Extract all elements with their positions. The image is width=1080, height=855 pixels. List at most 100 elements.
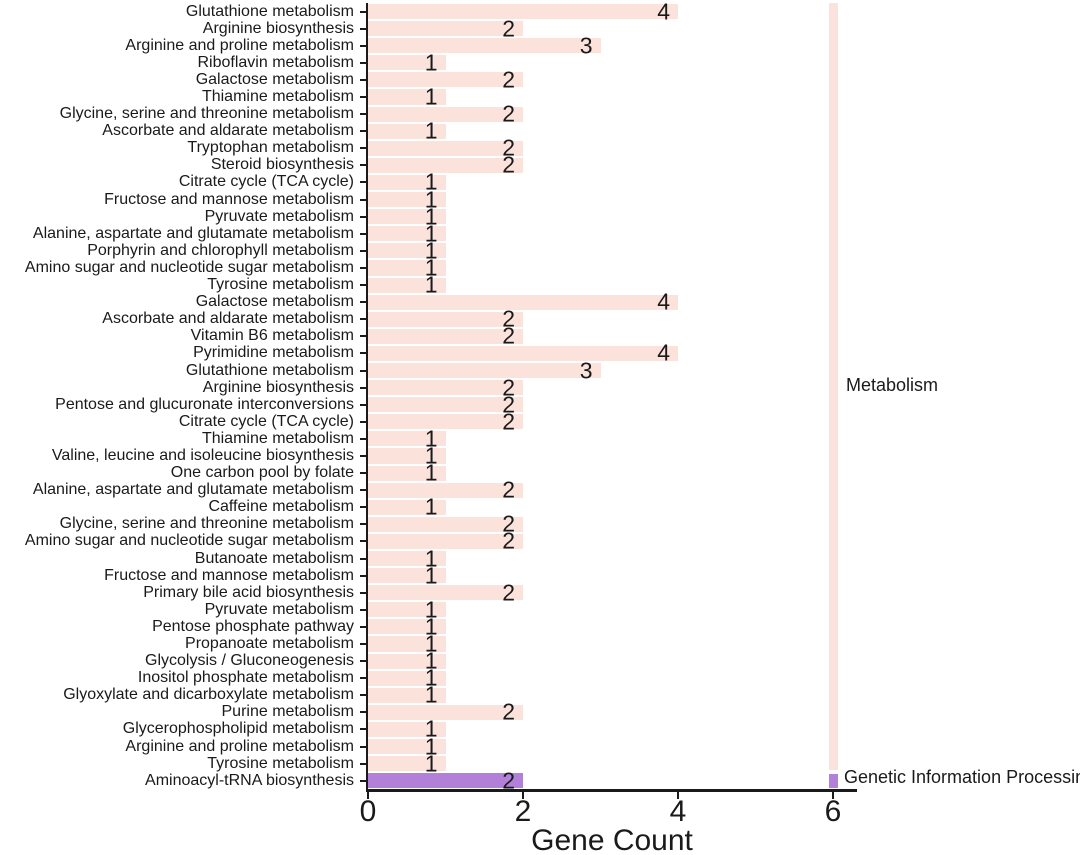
bar: [368, 345, 678, 361]
bar-area: 4: [366, 0, 1080, 23]
y-axis-tick: [354, 447, 366, 464]
group-label-metabolism: Metabolism: [846, 375, 939, 395]
x-tick-label: 0: [359, 795, 377, 828]
bar: [368, 670, 446, 686]
y-axis-tick: [354, 242, 366, 259]
bar-area: 2: [366, 529, 1080, 552]
y-axis-tick: [354, 533, 366, 550]
bar: [368, 294, 678, 310]
bar: [368, 482, 523, 498]
bar-value-label: 1: [424, 630, 438, 657]
x-tick-mark: [676, 791, 680, 799]
row-label: Arginine and proline metabolism: [125, 737, 354, 755]
bar: [368, 756, 446, 772]
bar-value-label: 1: [424, 715, 438, 742]
row-label: One carbon pool by folate: [170, 464, 354, 482]
y-axis-tick: [354, 379, 366, 396]
bar-area: 1: [366, 735, 1080, 758]
bar-area: 2: [366, 136, 1080, 159]
bar-row: Alanine, aspartate and glutamate metabol…: [0, 220, 1080, 247]
bar-value-label: 1: [424, 596, 438, 623]
bar-value-label: 1: [424, 254, 438, 281]
bar-row: Glyoxylate and dicarboxylate metabolism 1: [0, 681, 1080, 708]
bar-area: 1: [366, 220, 1080, 247]
x-tick-mark: [831, 791, 835, 799]
y-axis-tick: [354, 721, 366, 738]
y-axis-tick: [354, 635, 366, 652]
bar-value-label: 1: [424, 664, 438, 691]
y-axis-tick: [354, 225, 366, 242]
y-axis-tick: [354, 584, 366, 601]
bar-row: Citrate cycle (TCA cycle)1: [0, 170, 1080, 193]
bar-value-label: 1: [424, 220, 438, 247]
y-axis-tick: [354, 191, 366, 208]
bar: [368, 551, 446, 567]
row-label: Tyrosine metabolism: [207, 754, 354, 772]
bar-row: Arginine biosynthesis 2: [0, 374, 1080, 401]
row-label: Purine metabolism: [221, 703, 355, 721]
bar-area: 1: [366, 85, 1080, 108]
bar: [368, 448, 446, 464]
bar: [368, 328, 523, 344]
x-tick-mark: [521, 791, 525, 799]
bar: [368, 721, 446, 738]
bar-area: 3: [366, 32, 1080, 59]
bar-value-label: 1: [424, 83, 438, 110]
bar-value-label: 1: [424, 647, 438, 674]
bar-area: 2: [366, 581, 1080, 604]
row-label: Ascorbate and aldarate metabolism: [102, 310, 354, 328]
row-label: Steroid biosynthesis: [210, 156, 354, 174]
bar-row: Primary bile acid biosynthesis 2: [0, 581, 1080, 604]
row-label: Ascorbate and aldarate metabolism: [102, 122, 354, 140]
row-label: Galactose metabolism: [195, 70, 354, 88]
y-axis-tick: [354, 772, 366, 789]
bar-area: 1: [366, 547, 1080, 570]
row-label: Glyoxylate and dicarboxylate metabolism: [63, 686, 354, 704]
bar: [368, 465, 446, 481]
row-label: Pentose and glucuronate interconversions: [55, 395, 354, 413]
row-label: Thiamine metabolism: [201, 88, 354, 106]
y-axis-tick: [354, 37, 366, 54]
bar-value-label: 1: [424, 49, 438, 76]
y-axis-tick: [354, 653, 366, 670]
bar-row: Alanine, aspartate and glutamate metabol…: [0, 478, 1080, 501]
row-label: Primary bile acid biosynthesis: [143, 583, 354, 601]
bar-value-label: 1: [424, 237, 438, 264]
bar: [368, 72, 523, 88]
row-label: Arginine biosynthesis: [202, 378, 354, 396]
bar-area: 1: [366, 427, 1080, 450]
y-axis-tick: [354, 601, 366, 618]
bar-row: Arginine and proline metabolism 1: [0, 735, 1080, 758]
bar-value-label: 3: [579, 32, 593, 59]
bar: [368, 55, 446, 71]
bar-row: Amino sugar and nucleotide sugar metabol…: [0, 254, 1080, 281]
row-label: Vitamin B6 metabolism: [190, 327, 354, 345]
bar-area: 2: [366, 324, 1080, 347]
bar-value-label: 2: [502, 767, 515, 794]
bar-value-label: 1: [424, 493, 438, 520]
row-label: Glycine, serine and threonine metabolism: [59, 105, 354, 123]
bar: [368, 687, 446, 703]
bar: [368, 533, 523, 549]
bar-area: 1: [366, 715, 1080, 742]
bar-value-label: 2: [502, 374, 515, 401]
bar-value-label: 1: [424, 681, 438, 708]
bar: [368, 516, 523, 532]
bar: [368, 38, 601, 54]
bar-value-label: 4: [657, 288, 670, 315]
bar-value-label: 2: [502, 510, 515, 537]
bar: [368, 4, 678, 20]
y-axis-tick: [354, 106, 366, 123]
